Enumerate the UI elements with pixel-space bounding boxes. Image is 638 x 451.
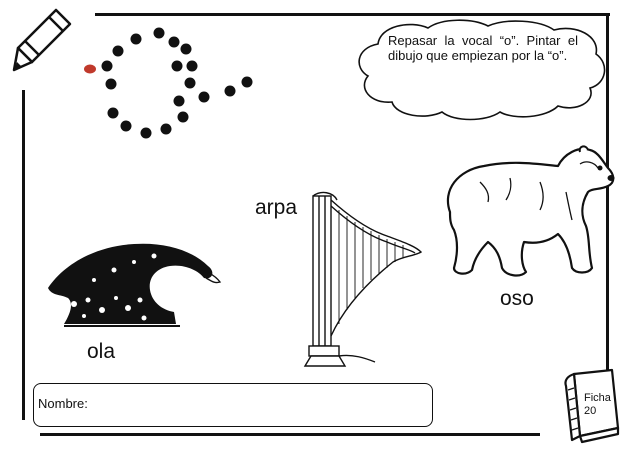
pencil-icon [12,8,72,72]
letter-o-tracing [84,27,253,139]
frame-bottom-border [40,433,540,436]
book-icon [564,368,620,444]
bear-icon [446,145,615,277]
wave-icon [48,243,222,327]
word-oso: oso [500,287,534,310]
instruction-text: Repasar la vocal “o”. Pintar el dibujo q… [388,33,578,63]
frame-top-border [95,13,610,16]
name-field[interactable] [33,383,433,427]
frame-left-border [22,90,25,420]
frame-right-border [606,13,609,408]
thought-cloud [358,19,606,121]
word-arpa: arpa [255,196,298,219]
name-field-label: Nombre: [38,396,88,411]
tracing-dots [101,27,253,139]
sheet-label: Ficha 20 [584,392,611,417]
harp-icon [303,191,423,367]
start-dot [84,64,96,74]
word-ola: ola [87,340,116,363]
